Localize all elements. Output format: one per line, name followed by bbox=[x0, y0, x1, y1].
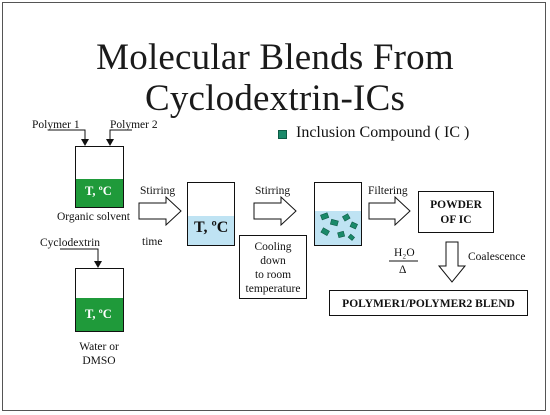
polymer1-feed-arrow bbox=[48, 129, 89, 146]
stirring-arrow-2 bbox=[253, 195, 297, 227]
organic-solvent-label: Organic solvent bbox=[57, 211, 130, 223]
filtering-label: Filtering bbox=[368, 185, 408, 197]
h2o-label: H₂O bbox=[394, 247, 415, 259]
coalescence-arrow bbox=[437, 241, 467, 283]
ic-particle bbox=[347, 233, 356, 241]
title-line-2: Cyclodextrin-ICs bbox=[144, 78, 406, 119]
stirring-arrow-1 bbox=[138, 195, 182, 227]
powder-box: POWDER OF IC bbox=[418, 191, 494, 233]
water-label-line2: DMSO bbox=[82, 355, 116, 367]
cyclodextrin-solution bbox=[76, 298, 123, 331]
mixing-temperature: T, ºC bbox=[194, 219, 229, 236]
polymer2-feed-arrow bbox=[106, 129, 132, 146]
result-blend-label: POLYMER1/POLYMER2 BLEND bbox=[342, 298, 515, 310]
ic-legend-label: Inclusion Compound ( IC ) bbox=[296, 124, 470, 141]
title-line-1: Molecular Blends From bbox=[96, 37, 454, 78]
water-dmso-beaker: T, ºC bbox=[75, 268, 124, 332]
cyclodextrin-feed-arrow bbox=[60, 248, 102, 268]
ic-particle bbox=[320, 227, 330, 237]
ic-particles bbox=[320, 212, 358, 241]
water-label-line1: Water or bbox=[79, 341, 119, 353]
ic-particle bbox=[337, 230, 346, 239]
mixed-solution bbox=[188, 216, 234, 245]
ic-particle bbox=[320, 212, 330, 221]
mixing-beaker: T, ºC bbox=[187, 182, 235, 246]
powder-line2: OF IC bbox=[440, 214, 472, 226]
cooling-box: Cooling down to room temperature bbox=[239, 235, 307, 299]
cyclodextrin-label: Cyclodextrin bbox=[40, 237, 101, 249]
cooling-line4: temperature bbox=[245, 283, 301, 295]
ic-legend-marker-icon bbox=[278, 130, 287, 139]
ic-particle bbox=[341, 213, 351, 222]
cooling-line3: to room bbox=[254, 269, 292, 281]
heat-delta-label: Δ bbox=[399, 264, 407, 276]
organic-solvent-beaker: T, ºC bbox=[75, 146, 124, 208]
ic-particle bbox=[349, 221, 358, 230]
coalescence-label: Coalescence bbox=[468, 251, 526, 263]
stirring-label-1: Stirring bbox=[140, 185, 176, 197]
powder-line1: POWDER bbox=[430, 199, 482, 211]
filtering-arrow bbox=[368, 195, 411, 227]
polymer2-label: Polymer 2 bbox=[110, 119, 158, 131]
stirring-label-2: Stirring bbox=[255, 185, 291, 197]
water-temperature: T, ºC bbox=[85, 307, 112, 321]
time-label: time bbox=[142, 236, 163, 248]
ic-particle bbox=[329, 218, 339, 227]
solvent-temperature: T, ºC bbox=[85, 184, 112, 198]
cooling-line2: down bbox=[260, 255, 286, 267]
result-blend-box: POLYMER1/POLYMER2 BLEND bbox=[329, 290, 528, 316]
organic-solution bbox=[76, 179, 123, 207]
polymer1-label: Polymer 1 bbox=[32, 119, 80, 131]
cooling-line1: Cooling bbox=[254, 241, 292, 253]
